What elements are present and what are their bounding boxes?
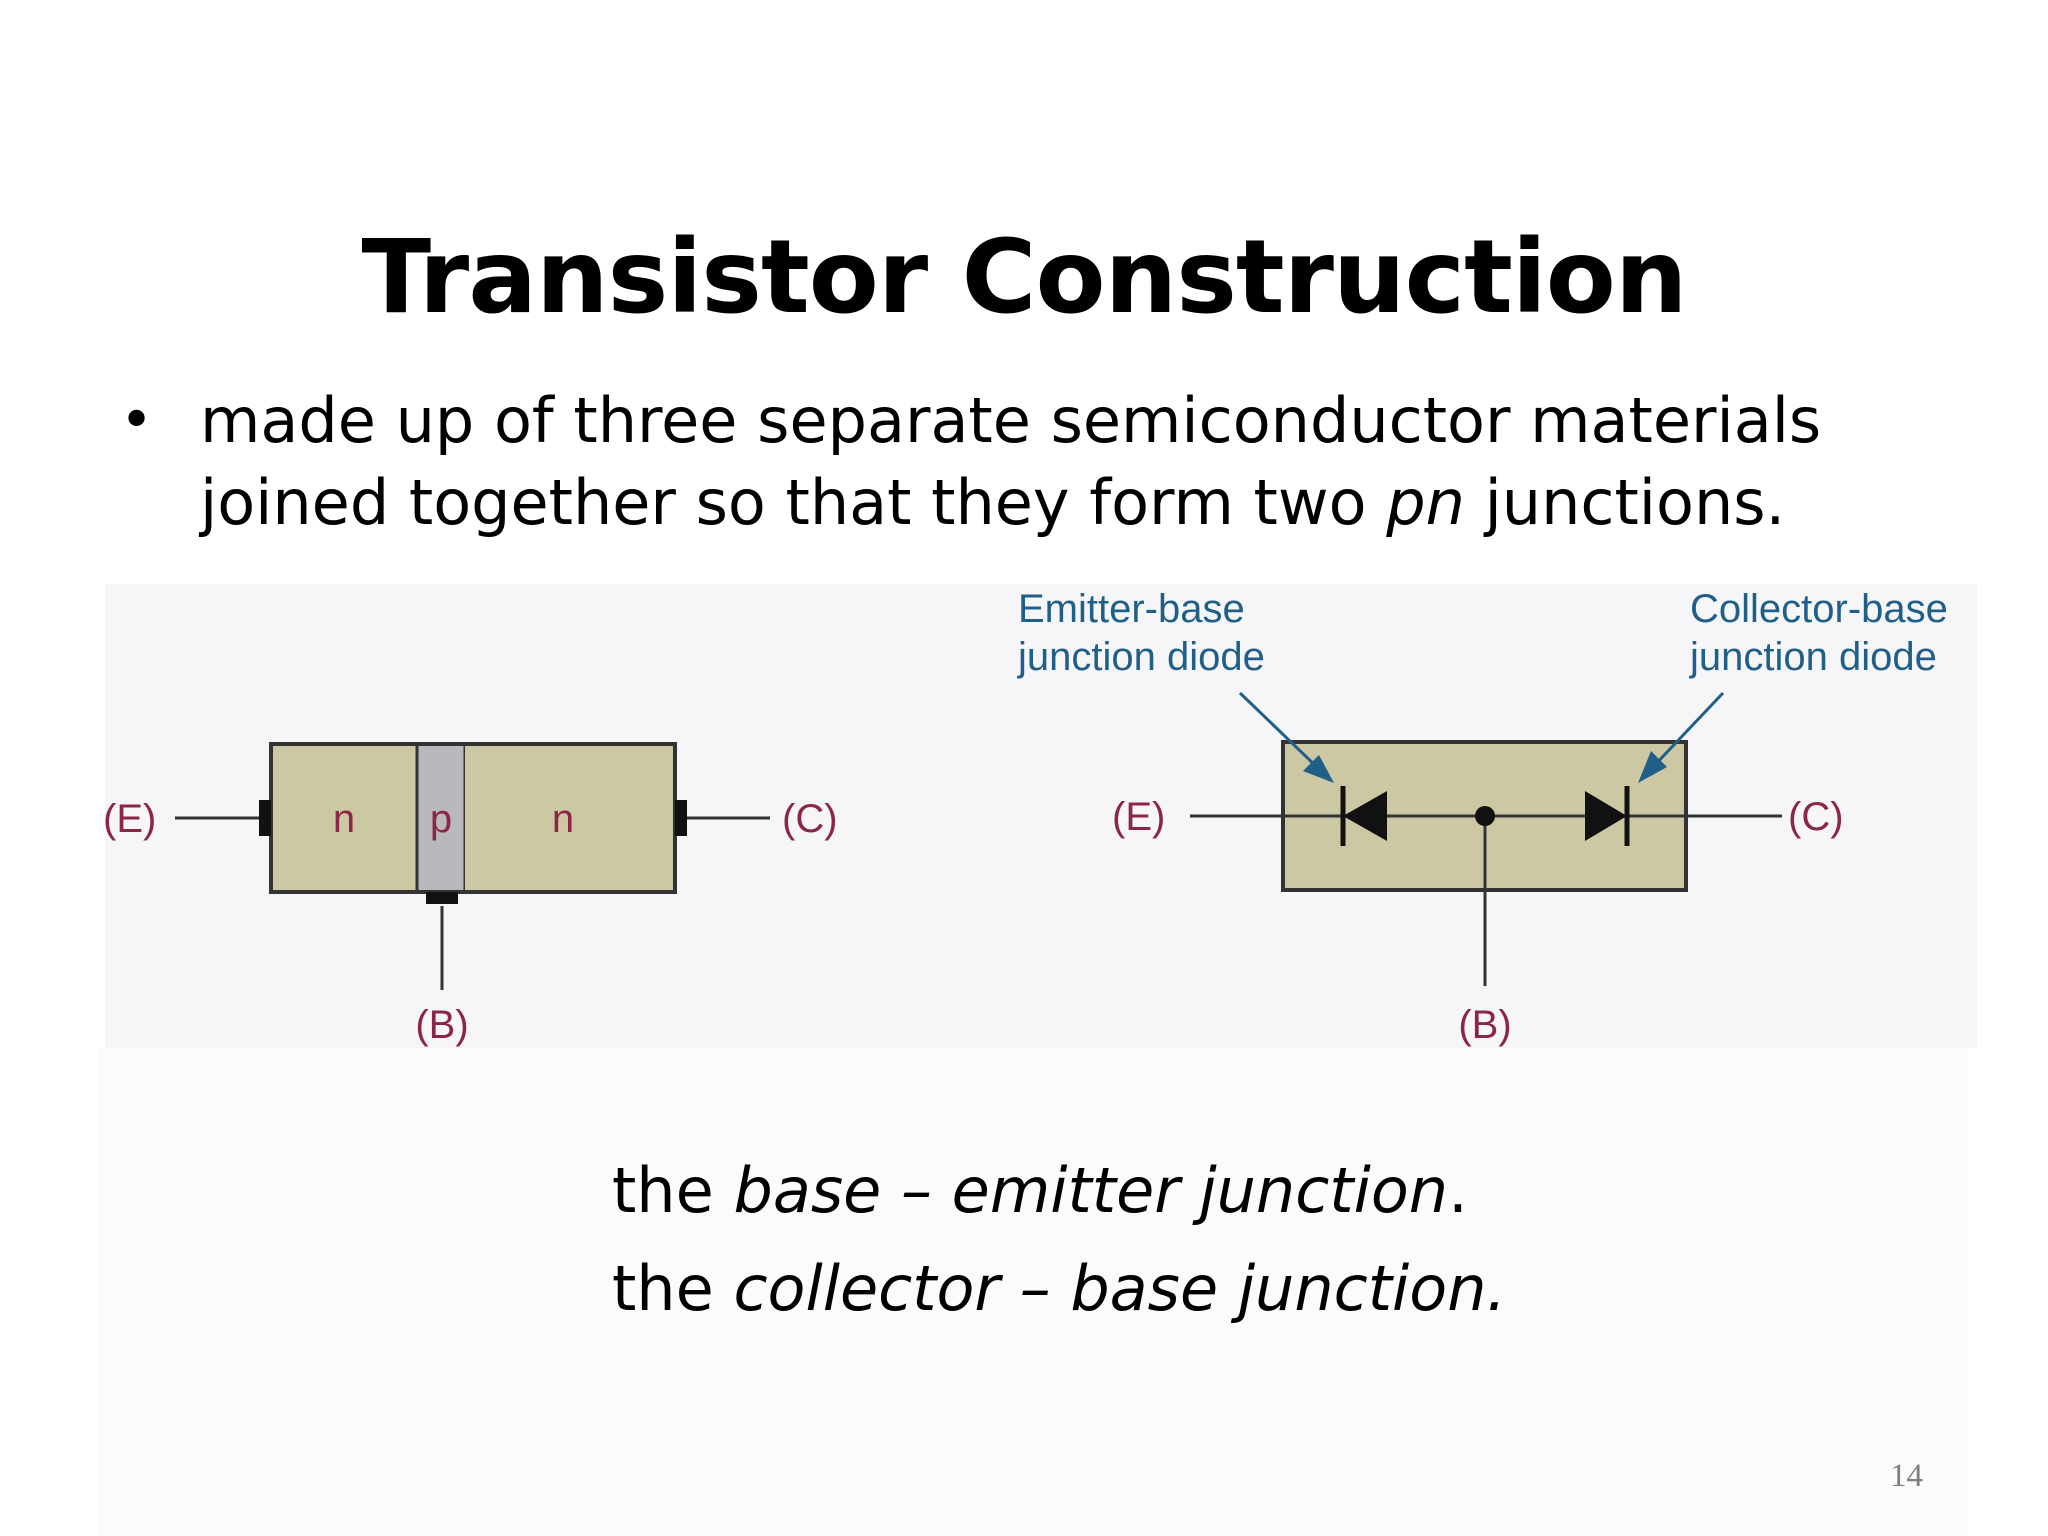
diode-equivalent-diagram: (E) (C) (B) Emitter-base junction diode … [1017,587,1948,1047]
bullet-icon: • [120,388,154,453]
collector-base-diode-icon [1585,786,1630,846]
base-junction-node [1475,806,1495,826]
n-emitter-region [271,744,417,892]
emitter-base-label-line-1: Emitter-base [1018,587,1245,631]
junction-line-2: the collector – base junction. [612,1240,1506,1338]
emitter-contact [259,800,271,836]
bullet-line-2: joined together so that they form two pn… [200,462,1980,544]
right-emitter-label: (E) [1112,795,1165,839]
junction-list: the base – emitter junction. the collect… [612,1142,1506,1338]
junction-1-prefix: the [612,1154,734,1227]
bullet-line-2-suffix: junctions. [1464,466,1786,539]
n-collector-region [465,744,675,892]
emitter-base-label-line-2: junction diode [1017,635,1265,679]
bullet-text: made up of three separate semiconductor … [200,380,1980,544]
junction-line-1: the base – emitter junction. [612,1142,1506,1240]
right-collector-label: (C) [1788,795,1844,839]
right-base-label: (B) [1458,1003,1511,1047]
page-number: 14 [1890,1458,1923,1494]
region-p-base-label: p [430,797,452,841]
left-collector-label: (C) [782,797,838,841]
lower-panel-background [98,1048,1968,1536]
base-contact [426,892,458,904]
collector-base-pointer-arrow [1638,691,1725,783]
junction-1-suffix: . [1448,1154,1468,1227]
region-n-collector-label: n [552,797,574,841]
emitter-base-diode-icon [1340,786,1387,846]
slide-title: Transistor Construction [361,218,1688,337]
collector-base-label-line-1: Collector-base [1690,587,1948,631]
npn-block-diagram: (E) (C) (B) n p n [103,742,838,1047]
collector-base-label-line-2: junction diode [1689,635,1937,679]
pn-term: pn [1386,466,1465,539]
junction-1-term: base – emitter junction [733,1154,1449,1227]
bullet-line-2-prefix: joined together so that they form two [200,466,1387,539]
junction-2-prefix: the [612,1252,734,1325]
left-base-label: (B) [415,1003,468,1047]
junction-2-term: collector – base junction. [733,1252,1507,1325]
left-emitter-label: (E) [103,797,156,841]
region-n-emitter-label: n [333,797,355,841]
emitter-base-pointer-arrow [1238,691,1334,783]
bullet-line-1: made up of three separate semiconductor … [200,384,1822,457]
collector-contact [675,800,687,836]
